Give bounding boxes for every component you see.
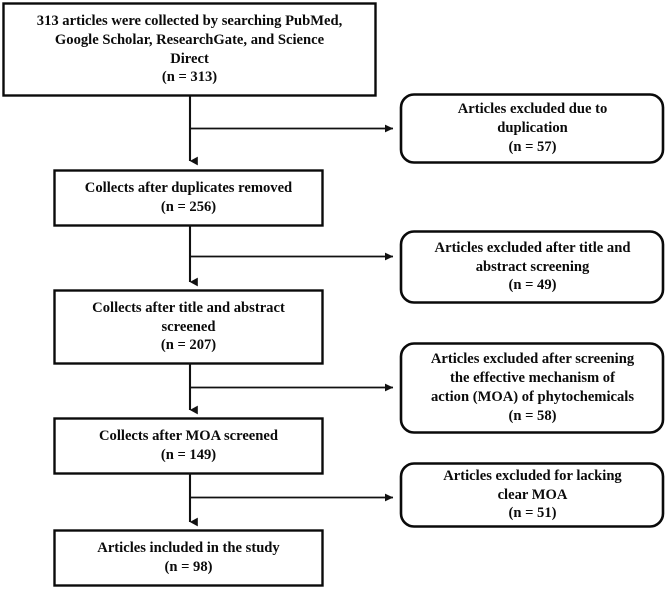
stage-count: (n = 149) — [160, 447, 217, 463]
stage-count: (n = 313) — [161, 69, 218, 86]
exclusion-line: duplication — [497, 120, 568, 137]
stage-line: Collects after duplicates removed — [84, 180, 293, 197]
stage-line: screened — [161, 318, 216, 335]
exclusion-box-excluded-duplication — [399, 93, 665, 164]
exclusion-text-excluded-unclear-moa: Articles excluded for lacking clear MOA … — [401, 463, 664, 527]
stage-text-identification: 313 articles were collected by searching… — [3, 3, 376, 96]
exclusion-line: the effective mechanism of — [450, 370, 615, 387]
exclusion-count: (n = 58) — [508, 407, 557, 424]
exclusion-box-excluded-unclear-moa — [399, 462, 665, 528]
stage-count: (n = 256) — [160, 199, 217, 215]
stage-line: Articles included in the study — [97, 540, 280, 557]
exclusion-line: abstract screening — [475, 258, 590, 275]
stage-box-included — [53, 529, 324, 587]
stage-line: Collects after title and abstract — [92, 299, 285, 316]
stage-text-after-moa: Collects after MOA screened (n = 149) — [54, 418, 323, 474]
stage-line: Direct — [170, 50, 209, 67]
stage-line: Google Scholar, ResearchGate, and Scienc… — [54, 31, 325, 48]
exclusion-line: Articles excluded after title and — [434, 239, 631, 256]
stage-line: 313 articles were collected by searching… — [36, 12, 343, 29]
stage-count: (n = 98) — [164, 559, 213, 575]
stage-box-after-duplicates — [53, 169, 324, 227]
stage-box-after-moa — [53, 417, 324, 475]
stage-box-identification — [2, 2, 377, 97]
exclusion-box-excluded-title-abstract — [399, 230, 665, 304]
exclusion-line: clear MOA — [497, 486, 568, 503]
exclusion-line: Articles excluded after screening — [430, 351, 635, 368]
exclusion-text-excluded-duplication: Articles excluded due to duplication (n … — [401, 94, 664, 163]
stage-text-after-duplicates: Collects after duplicates removed (n = 2… — [54, 170, 323, 226]
stage-text-after-title-abstract: Collects after title and abstract screen… — [54, 290, 323, 364]
exclusion-text-excluded-title-abstract: Articles excluded after title and abstra… — [401, 231, 664, 303]
stage-box-after-title-abstract — [53, 289, 324, 365]
exclusion-count: (n = 57) — [508, 138, 557, 155]
exclusion-line: Articles excluded due to — [457, 101, 608, 118]
exclusion-line: action (MOA) of phytochemicals — [430, 389, 635, 405]
exclusion-box-excluded-moa-screening — [399, 342, 665, 434]
stage-text-included: Articles included in the study (n = 98) — [54, 530, 323, 586]
exclusion-count: (n = 49) — [508, 277, 557, 294]
stage-count: (n = 207) — [160, 337, 217, 354]
exclusion-text-excluded-moa-screening: Articles excluded after screening the ef… — [401, 343, 664, 433]
stage-line: Collects after MOA screened — [99, 428, 278, 445]
exclusion-line: Articles excluded for lacking — [443, 467, 622, 484]
exclusion-count: (n = 51) — [508, 505, 557, 522]
